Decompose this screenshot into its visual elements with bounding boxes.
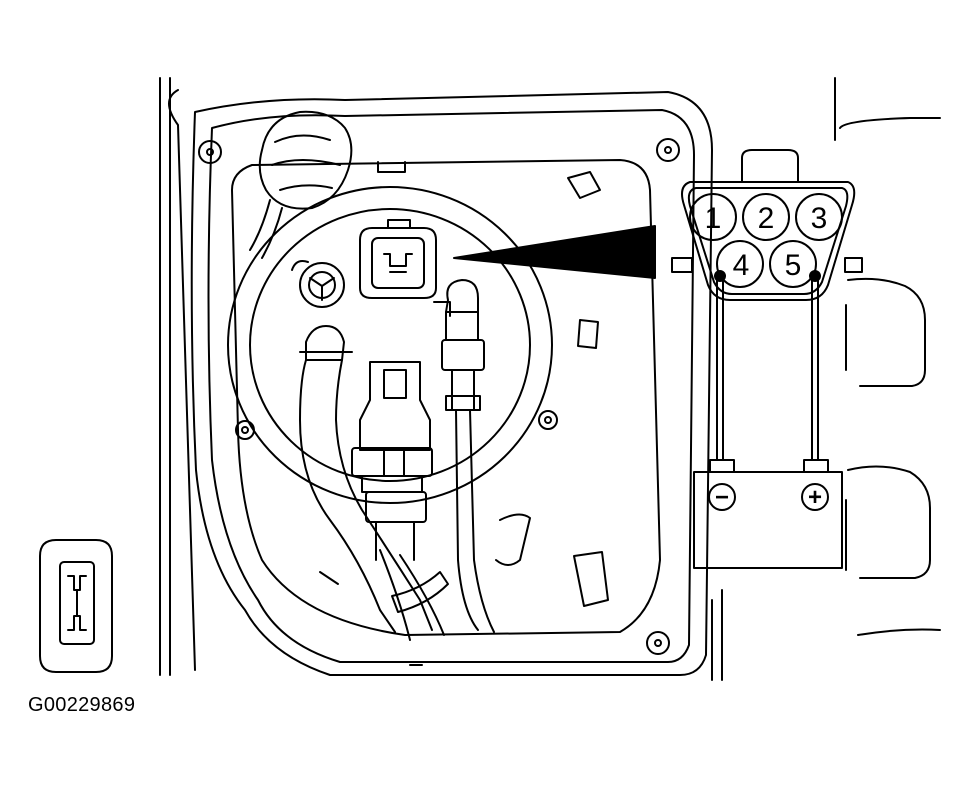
- mounting-bolt: [198, 140, 222, 164]
- figure-code: G00229869: [28, 694, 136, 716]
- plate-slot: [319, 319, 609, 666]
- connector-pin-5: [769, 240, 817, 288]
- connector-pin-2: [742, 193, 790, 241]
- test-lead-negative: [714, 270, 726, 461]
- connector-5pin-enlarged: [671, 149, 863, 301]
- pump-mounting-plate: [231, 159, 661, 636]
- connector-pin-3: [795, 193, 843, 241]
- battery-negative-terminal: −: [708, 483, 736, 511]
- mounting-bolt: [538, 410, 558, 430]
- rubber-grommet: [249, 110, 353, 259]
- quick-connector: [351, 361, 433, 561]
- positive-symbol: +: [808, 484, 822, 511]
- battery-positive-terminal: +: [801, 483, 829, 511]
- connector-pin-4: [716, 240, 764, 288]
- body-panel-right: [711, 77, 941, 681]
- ground-screw: [291, 260, 345, 308]
- fuel-hose: [299, 325, 433, 633]
- connector-pin-labels: 1 2 3 4 5: [705, 202, 828, 282]
- mounting-bolt: [235, 420, 255, 440]
- pin-label-2: 2: [758, 202, 775, 235]
- callout-pointer: [453, 225, 656, 279]
- pump-flange: [227, 186, 553, 504]
- pin-label-5: 5: [785, 249, 802, 282]
- pump-connector: [359, 219, 437, 299]
- battery: [693, 459, 843, 569]
- test-lead-positive: [809, 270, 821, 461]
- negative-symbol: −: [715, 484, 729, 511]
- access-cover-flange: [190, 91, 713, 676]
- inset-connector-icon: [39, 539, 113, 673]
- mounting-bolt: [656, 138, 680, 162]
- harness-wire: [379, 513, 531, 641]
- pin-label-1: 1: [705, 202, 722, 235]
- mounting-bolt: [646, 631, 670, 655]
- pin-label-4: 4: [733, 249, 750, 282]
- vent-slot: [377, 161, 601, 199]
- connector-pin-1: [689, 193, 737, 241]
- body-panel-left: [159, 77, 196, 676]
- fuel-pipe-fitting: [433, 279, 495, 633]
- pin-label-3: 3: [811, 202, 828, 235]
